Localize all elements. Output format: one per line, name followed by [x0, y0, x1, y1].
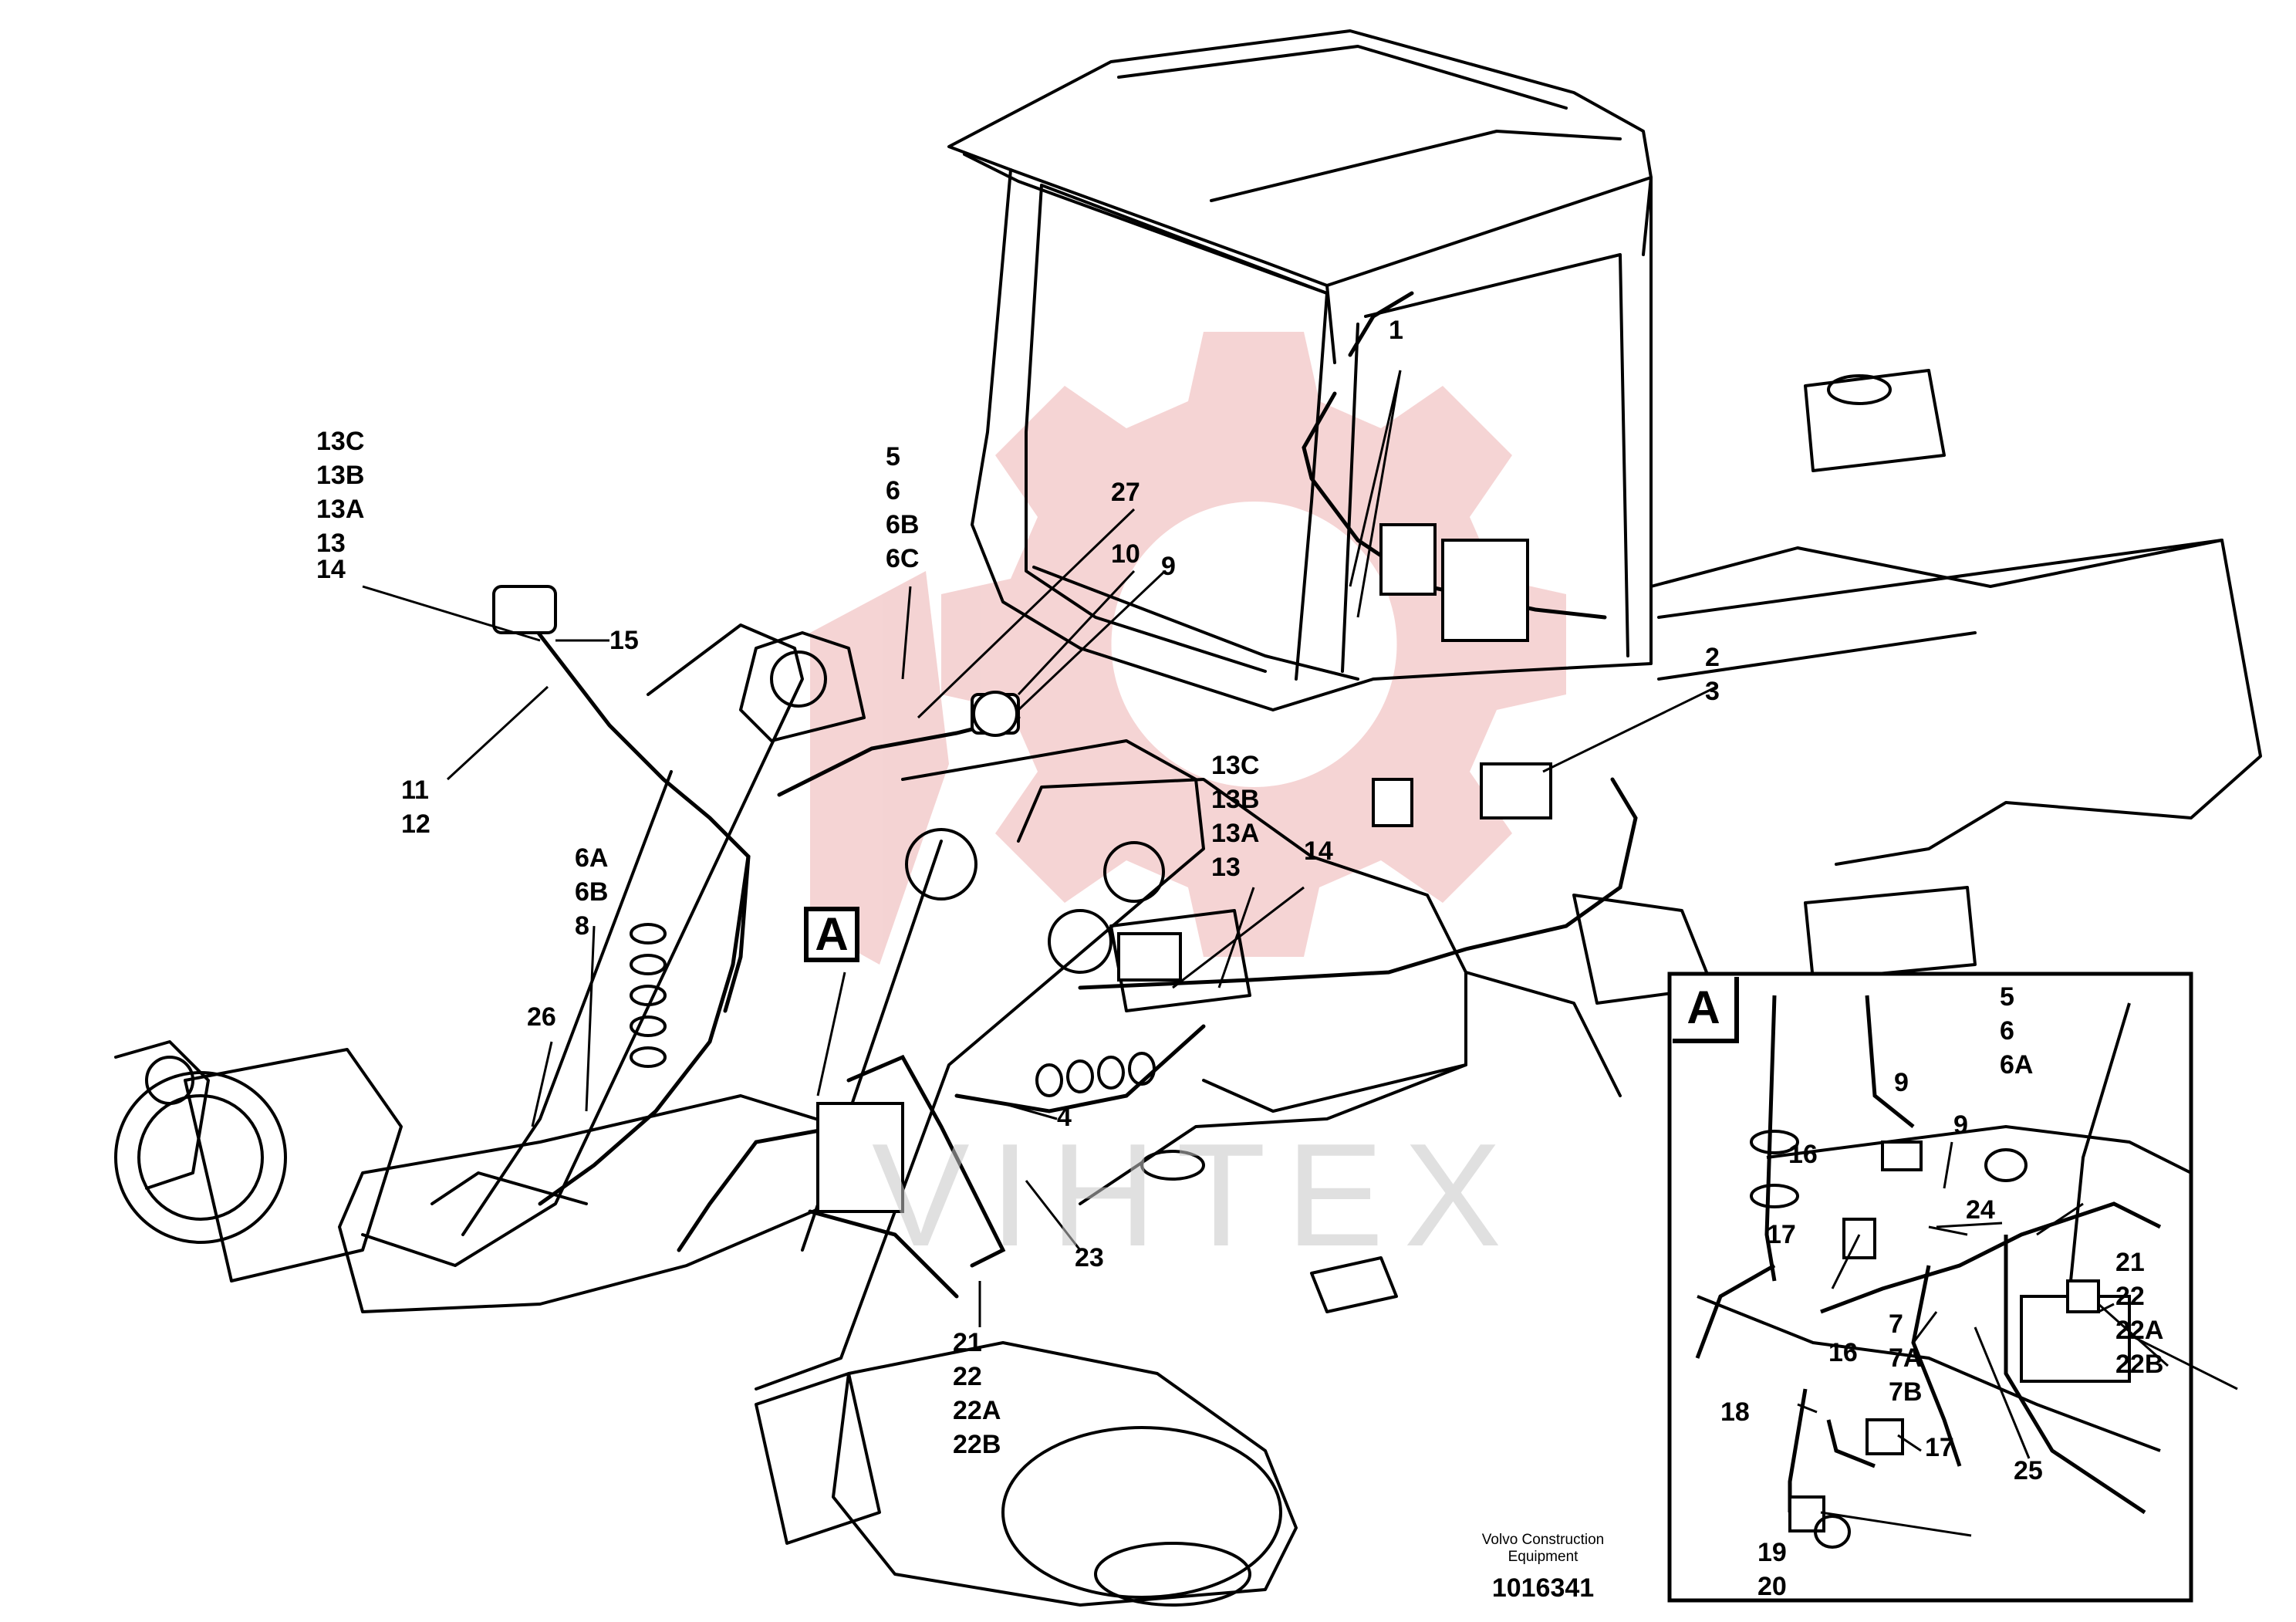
detail-callout-9a: 9	[1894, 1068, 1909, 1097]
front-axle	[338, 1094, 850, 1313]
detail-callout-16b: 16	[1828, 1338, 1858, 1367]
cab-body	[971, 168, 1653, 711]
detail-callout-16a: 16	[1788, 1140, 1818, 1169]
fuse-panel	[1441, 539, 1529, 642]
watermark-text: VIHTEX	[872, 1113, 1522, 1277]
leader-lines	[362, 370, 1717, 1327]
callout-1: 1	[1389, 316, 1403, 345]
detail-callout-17a: 17	[1767, 1220, 1796, 1249]
footer-company: Volvo Construction Equipment	[1450, 1532, 1636, 1566]
detail-callout-25: 25	[2014, 1456, 2043, 1485]
rear-frame	[1649, 539, 2262, 866]
callout-23: 23	[1075, 1243, 1104, 1272]
callout-15: 15	[609, 626, 639, 655]
detail-a-marker: A	[804, 907, 859, 962]
company-subtitle: Equipment	[1508, 1549, 1578, 1565]
wiring-harness	[530, 291, 1638, 1299]
control-box	[816, 1102, 904, 1213]
callout-14-mid: 14	[1304, 836, 1333, 866]
cab-roof	[947, 29, 1653, 287]
callout-27: 27	[1111, 478, 1140, 507]
detail-callout-18: 18	[1720, 1397, 1750, 1427]
callout-9: 9	[1161, 552, 1176, 581]
callout-26: 26	[527, 1002, 556, 1032]
boom-arm-left	[361, 623, 804, 1267]
detail-a-frame	[1667, 972, 2238, 1603]
detail-callout-9b: 9	[1953, 1110, 1968, 1140]
boom-arm-right	[755, 739, 1205, 1391]
callout-14-left: 14	[316, 555, 346, 584]
company-name: Volvo Construction	[1481, 1532, 1605, 1548]
part-number: 1016341	[1491, 1573, 1595, 1603]
detail-a-title: A	[1673, 977, 1739, 1043]
callout-10: 10	[1111, 539, 1140, 569]
callout-4: 4	[1057, 1103, 1072, 1132]
detail-callout-24: 24	[1966, 1195, 1995, 1225]
detail-callout-17b: 17	[1925, 1433, 1954, 1462]
rear-wheel-hub	[832, 1341, 1298, 1607]
